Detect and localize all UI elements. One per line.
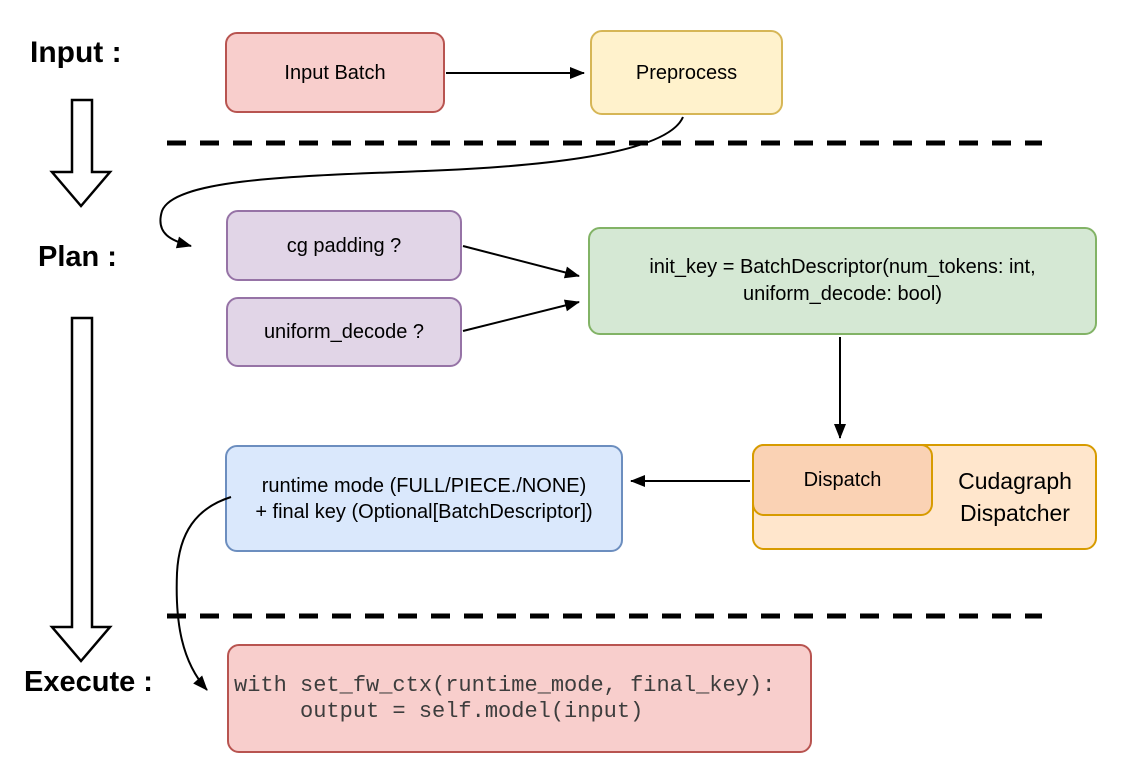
node-init-key: init_key = BatchDescriptor(num_tokens: i… xyxy=(588,227,1097,335)
node-init-key-line2: uniform_decode: bool) xyxy=(742,283,942,305)
node-input-batch-label: Input Batch xyxy=(284,61,386,84)
arrow-cg-padding-to-init-key xyxy=(462,245,580,279)
execute-code-line1: with set_fw_ctx(runtime_mode, final_key)… xyxy=(234,672,776,698)
node-preprocess-label: Preprocess xyxy=(635,61,738,84)
node-cg-padding: cg padding ? xyxy=(226,210,462,281)
node-cudagraph-dispatcher-label: Cudagraph Dispatcher xyxy=(933,444,1097,550)
stage-arrow-input-to-plan xyxy=(49,98,113,208)
node-uniform-decode: uniform_decode ? xyxy=(226,297,462,367)
stage-arrow-plan-to-execute xyxy=(49,316,113,663)
node-cg-padding-label: cg padding ? xyxy=(286,234,402,257)
cudagraph-label-line1: Cudagraph xyxy=(958,468,1072,494)
execute-code-line2: output = self.model(input) xyxy=(234,698,644,724)
node-preprocess: Preprocess xyxy=(590,30,783,115)
node-runtime-mode: runtime mode (FULL/PIECE./NONE) + final … xyxy=(225,445,623,552)
cudagraph-label-line2: Dispatcher xyxy=(960,500,1070,526)
node-init-key-line1: init_key = BatchDescriptor(num_tokens: i… xyxy=(649,256,1036,278)
node-uniform-decode-label: uniform_decode ? xyxy=(263,321,425,343)
arrow-uniform-decode-to-init-key xyxy=(462,299,580,332)
node-execute-code: with set_fw_ctx(runtime_mode, final_key)… xyxy=(227,644,812,753)
node-input-batch: Input Batch xyxy=(225,32,445,113)
section-label-input: Input : xyxy=(30,36,122,69)
node-dispatch-label: Dispatch xyxy=(803,469,882,491)
section-label-execute: Execute : xyxy=(24,666,153,698)
node-dispatch: Dispatch xyxy=(752,444,933,516)
node-runtime-mode-line1: runtime mode (FULL/PIECE./NONE) xyxy=(261,474,587,497)
arrow-runtime-mode-to-execute-code xyxy=(175,496,232,691)
node-runtime-mode-line2: + final key (Optional[BatchDescriptor]) xyxy=(255,500,593,523)
section-label-plan: Plan : xyxy=(38,241,117,273)
